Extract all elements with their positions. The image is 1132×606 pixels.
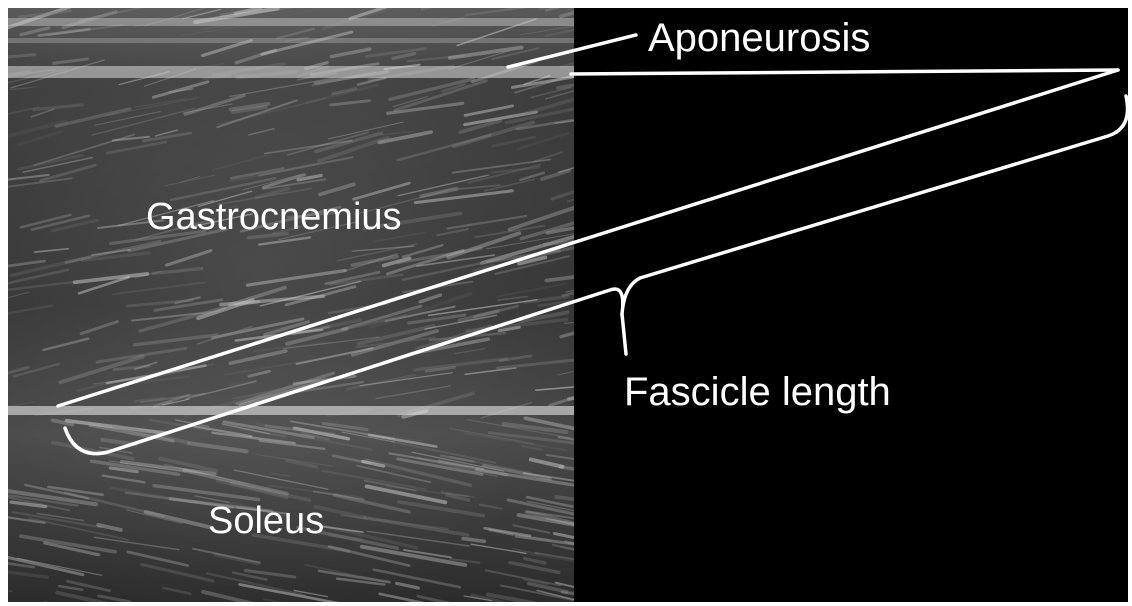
aponeurosis-pointer-line (508, 35, 636, 67)
fascicle-length-label: Fascicle length (624, 372, 891, 412)
fascicle-line (58, 70, 1118, 406)
aponeurosis-label: Aponeurosis (648, 18, 870, 58)
gastrocnemius-label: Gastrocnemius (146, 198, 402, 236)
fascicle-length-brace (65, 96, 1128, 454)
ultrasound-figure: Aponeurosis Gastrocnemius Fascicle lengt… (8, 8, 1128, 602)
soleus-label: Soleus (208, 502, 324, 540)
fascicle-pointer-line (622, 314, 626, 354)
aponeurosis-extension-line (571, 70, 1118, 74)
annotation-overlay (8, 8, 1128, 602)
